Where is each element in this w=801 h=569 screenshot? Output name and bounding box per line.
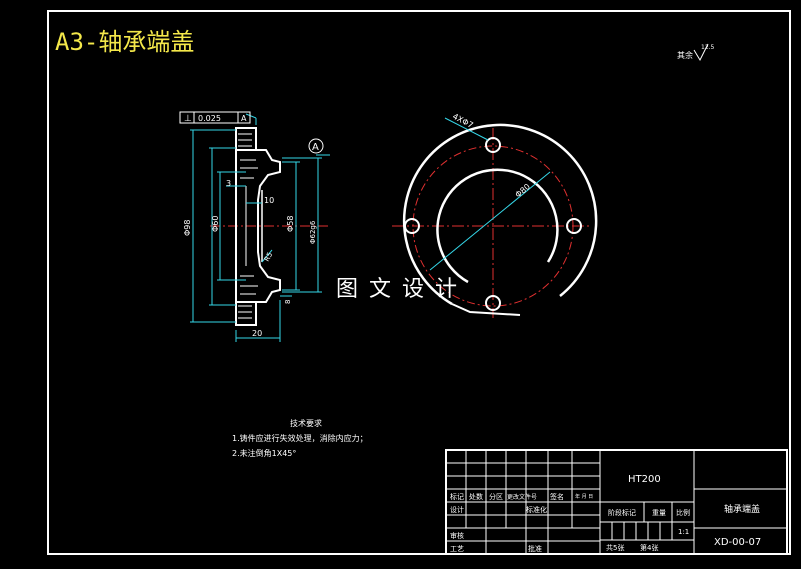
watermark-text: 图文设计 (336, 277, 469, 302)
technical-notes: 技术要求 1.铸件应进行失效处理，消除内应力； 2.未注倒角1X45° (232, 416, 368, 461)
label-date: 年 月 日 (575, 493, 593, 500)
tolerance-value: 0.025 (198, 114, 221, 123)
scale-value: 1:1 (678, 528, 689, 536)
label-zhongliang: 重量 (652, 509, 666, 517)
label-sheji: 设计 (450, 505, 464, 514)
dim-10: 10 (264, 196, 274, 205)
label-jieduan: 阶段标记 (608, 508, 636, 517)
roughness-symbol: 其余 12.5 (677, 43, 715, 62)
dim-d98: Φ98 (183, 220, 192, 236)
dim-d58: Φ58 (286, 216, 295, 232)
dim-8: 8 (284, 300, 292, 304)
drawing-number: XD-00-07 (714, 537, 761, 548)
label-chushu: 处数 (469, 492, 483, 501)
title-block-text: HT200 轴承端盖 XD-00-07 1:1 共5张 第4张 标记 处数 分区… (450, 474, 761, 553)
drawing-title: A3-轴承端盖 (55, 28, 195, 56)
label-qianming: 签名 (550, 492, 564, 501)
tolerance-datum: A (241, 114, 247, 123)
label-shenhe: 审核 (450, 531, 464, 540)
tolerance-frame: ⊥ 0.025 A (179, 111, 251, 124)
note-item-2: 2.未注倒角1X45° (232, 449, 297, 458)
notes-heading: 技术要求 (290, 419, 322, 428)
drawing-border (47, 10, 791, 555)
label-wenjian: 更改文件号 (507, 493, 537, 501)
dim-3: 3 (226, 179, 231, 188)
label-fenqu: 分区 (489, 492, 503, 501)
dim-20: 20 (252, 329, 262, 338)
label-gongyi: 工艺 (450, 545, 464, 553)
note-item-1: 1.铸件应进行失效处理，消除内应力； (232, 434, 368, 443)
dim-d62: Φ62g6 (309, 220, 317, 244)
datum-label: A (312, 142, 319, 153)
part-name: 轴承端盖 (724, 503, 760, 515)
roughness-value: 12.5 (701, 44, 715, 51)
bolt-circle-label: Φ80 (514, 182, 532, 199)
material-label: HT200 (628, 474, 661, 485)
title-block (445, 449, 788, 555)
label-biaoji: 标记 (450, 492, 464, 501)
total-sheets: 共5张 (606, 543, 624, 552)
label-bili: 比例 (676, 508, 690, 517)
sheet-number: 第4张 (640, 543, 658, 552)
dim-r5: R5 (263, 251, 275, 263)
label-biaozhun: 标准化 (526, 505, 547, 514)
roughness-label: 其余 (677, 50, 693, 60)
label-pizhun: 批准 (528, 544, 542, 553)
section-view: ⊥ 0.025 A A Φ98 Φ60 Φ58 Φ62g6 3 10 20 R5… (179, 111, 330, 342)
dim-d60: Φ60 (211, 216, 220, 232)
tolerance-symbol: ⊥ (184, 114, 192, 124)
datum-circle (308, 138, 324, 154)
